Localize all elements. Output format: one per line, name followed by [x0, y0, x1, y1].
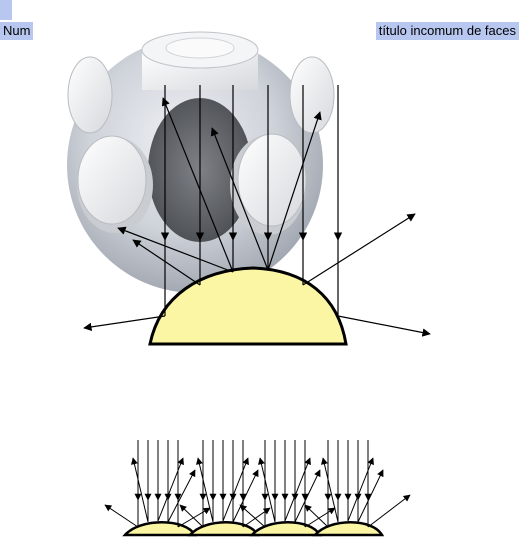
caption-left-text: Num — [0, 22, 34, 40]
caption-right-text: título incomum de faces — [375, 22, 519, 40]
device-cap-top — [141, 31, 259, 90]
small-lens-array-diagram — [104, 440, 411, 537]
small-lens-4 — [312, 521, 385, 537]
small-reflected-rays — [104, 457, 411, 528]
small-lens-1 — [122, 521, 198, 537]
device-cap-left — [77, 135, 153, 233]
large-lens-diagram — [83, 85, 431, 346]
small-ray-continuations — [137, 500, 369, 527]
large-lens — [148, 266, 348, 346]
device-cap-upper-left — [67, 56, 113, 134]
device-cap-upper-right — [289, 56, 335, 134]
text-selection-marker — [0, 0, 12, 20]
reflected-rays — [83, 97, 431, 337]
ray-continuations — [164, 240, 339, 316]
small-incident-rays — [134, 440, 372, 501]
